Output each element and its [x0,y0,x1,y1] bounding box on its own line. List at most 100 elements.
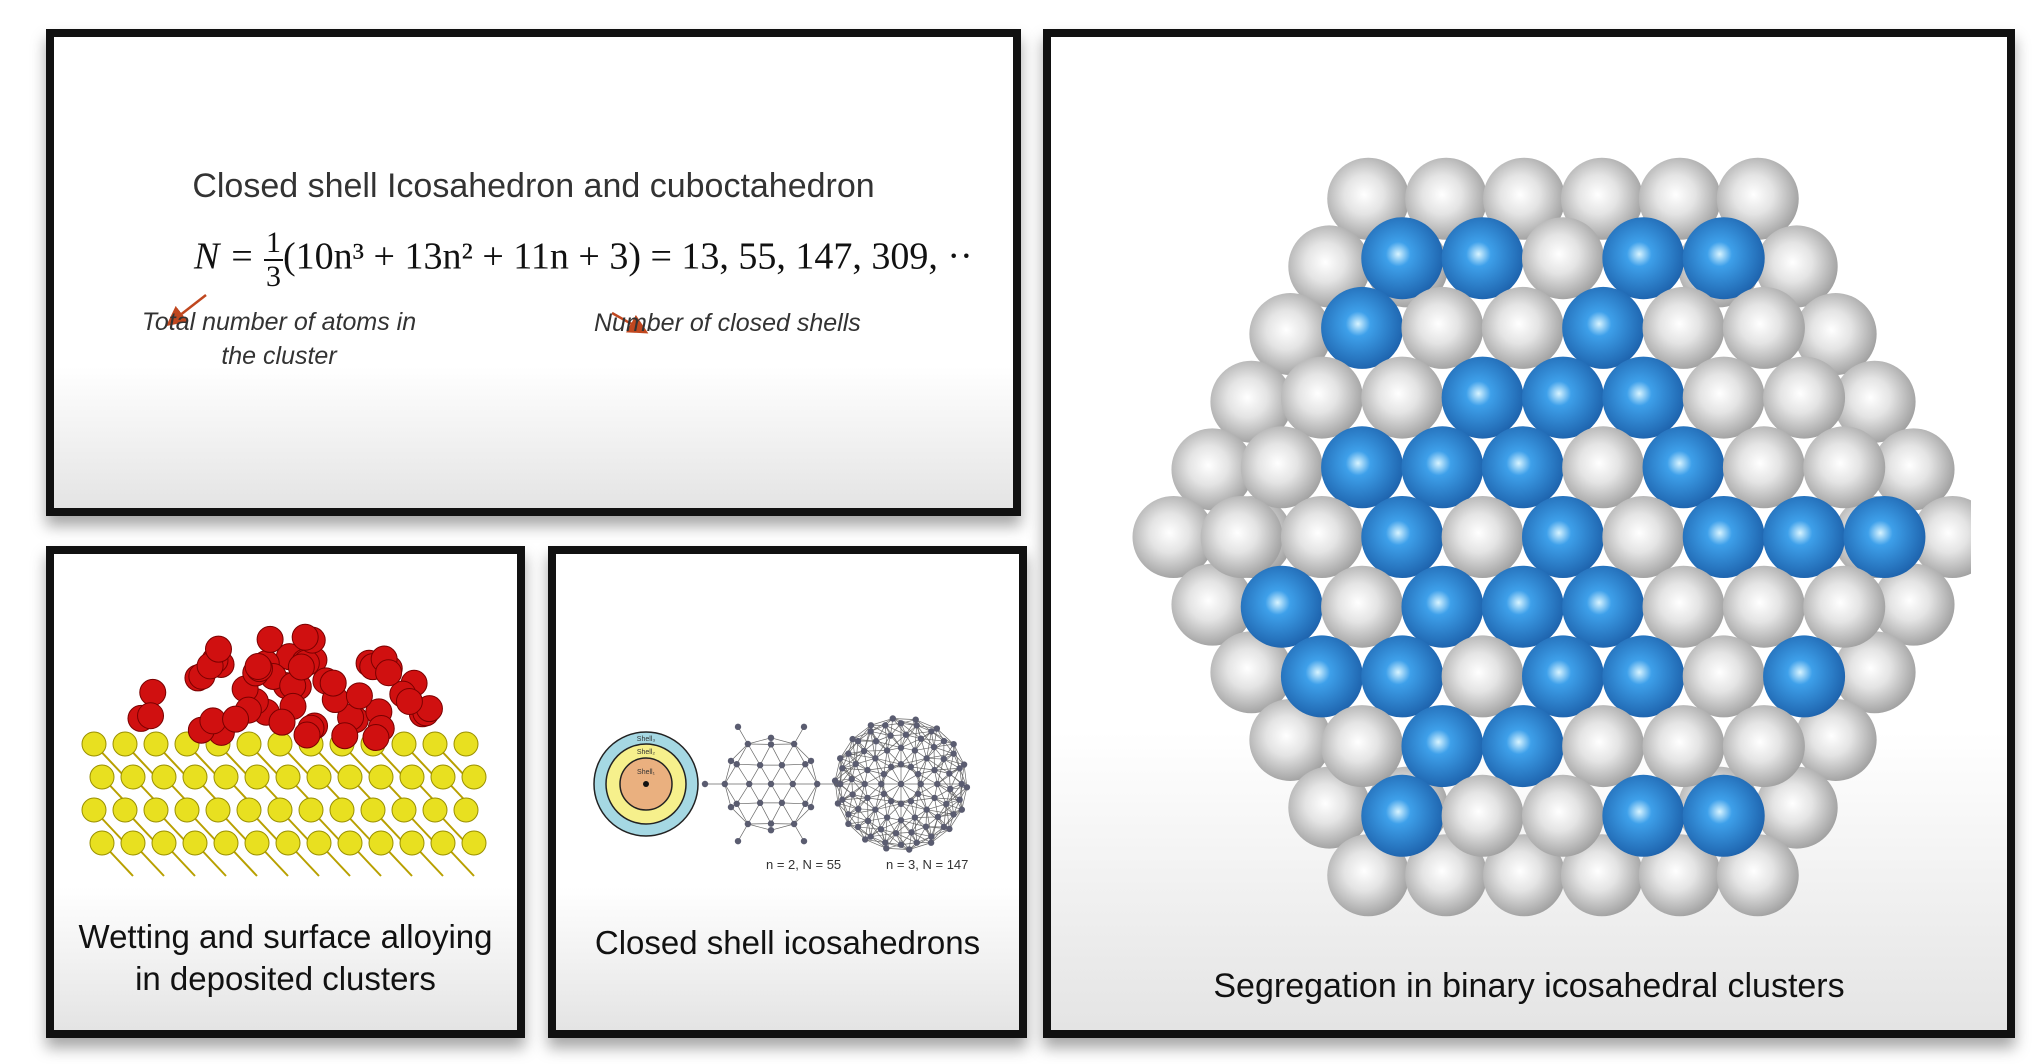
atom-species-a [1481,426,1564,509]
substrate-atom [244,764,270,790]
atom-back [1911,496,1971,578]
atom [854,737,862,745]
atom [931,794,938,802]
atom [913,722,920,729]
atom [940,737,948,745]
atom [913,839,920,846]
substrate-atom [391,731,417,757]
atom-back [1716,157,1799,240]
atom [767,827,775,834]
atom [727,757,735,765]
substrate-atom [151,764,177,790]
formula-lhs: N = [194,235,255,278]
substrate-atom [298,797,324,823]
cluster-atom [291,623,319,651]
atom [883,845,890,852]
label-n3: n = 3, N = 147 [886,857,968,872]
atom [914,790,922,798]
atom-species-b [1522,217,1604,300]
atom-species-a [1763,496,1846,578]
atom-species-a [1481,565,1564,648]
arrow-closed-shells [611,311,649,334]
atom [872,806,879,813]
atom [887,797,895,805]
label-n2: n = 2, N = 55 [766,857,841,872]
cluster-atom [256,625,284,653]
atom [897,817,905,824]
atom [845,811,852,818]
atom-back [1249,293,1332,376]
atom-back [1210,360,1293,443]
annotation-line: the cluster [221,342,337,370]
atom [867,728,874,735]
atom [756,799,764,807]
atom [861,780,868,788]
atom [872,755,879,762]
atom [807,803,815,811]
atom-species-b [1642,286,1725,369]
atom-species-a [1562,286,1645,369]
atom [831,777,839,784]
atom-species-b [1522,774,1604,857]
atom-species-a [1682,774,1765,857]
cluster-atom [137,702,165,730]
atom [778,799,786,807]
substrate-atom [306,830,332,856]
cluster-atom [375,659,403,687]
substrate-atom [81,731,107,757]
substrate-atom [244,830,270,856]
shell3-label: Shell₃ [637,736,656,743]
atom [930,743,938,751]
atom-species-a [1361,496,1444,578]
atom-back [1638,157,1721,240]
substrate-atom [430,830,456,856]
atom [861,836,869,843]
atom [734,837,742,845]
atom-back [1171,428,1254,511]
atom-species-a [1602,635,1685,718]
atom [790,820,798,828]
substrate-atom [112,731,138,757]
formula-panel: Closed shell Icosahedron and cuboctahedr… [46,29,1021,516]
substrate-atom [399,830,425,856]
atom [756,761,764,769]
atom [744,820,752,828]
cluster-atom [244,652,272,680]
atom-back [1405,834,1488,917]
atom [721,780,728,788]
atom-species-b [1682,635,1765,718]
segregation-caption: Segregation in binary icosahedral cluste… [1213,967,1845,1005]
atom [746,780,753,788]
arrow-total-atoms [166,294,207,327]
substrate-atom [391,797,417,823]
substrate-atom [306,764,332,790]
atom [897,800,905,807]
atom-species-a [1280,635,1363,718]
atom-back [1249,698,1332,781]
atom [800,837,808,845]
substrate-atom [453,731,479,757]
atom-species-b [1280,356,1363,439]
cluster-atom [362,724,390,752]
substrate-atom [174,797,200,823]
atom [864,817,872,825]
atom [727,803,735,811]
atom-back [1755,766,1838,849]
atom-species-b [1602,496,1685,578]
atom-back [1327,834,1410,917]
atom [897,841,905,848]
annotation-closed-shells: Number of closed shells [594,309,861,337]
atom [849,735,856,743]
atom [889,715,897,722]
formula-panel-title: Closed shell Icosahedron and cuboctahedr… [192,167,875,205]
substrate-atom [236,731,262,757]
atom-back [1288,766,1371,849]
substrate-atom [81,797,107,823]
atom-species-a [1401,426,1484,509]
atom [802,800,809,807]
cluster-atom [319,669,347,697]
cluster-atom [331,722,359,750]
atom [934,780,941,788]
atom-species-b [1481,286,1564,369]
substrate-atom [89,764,115,790]
